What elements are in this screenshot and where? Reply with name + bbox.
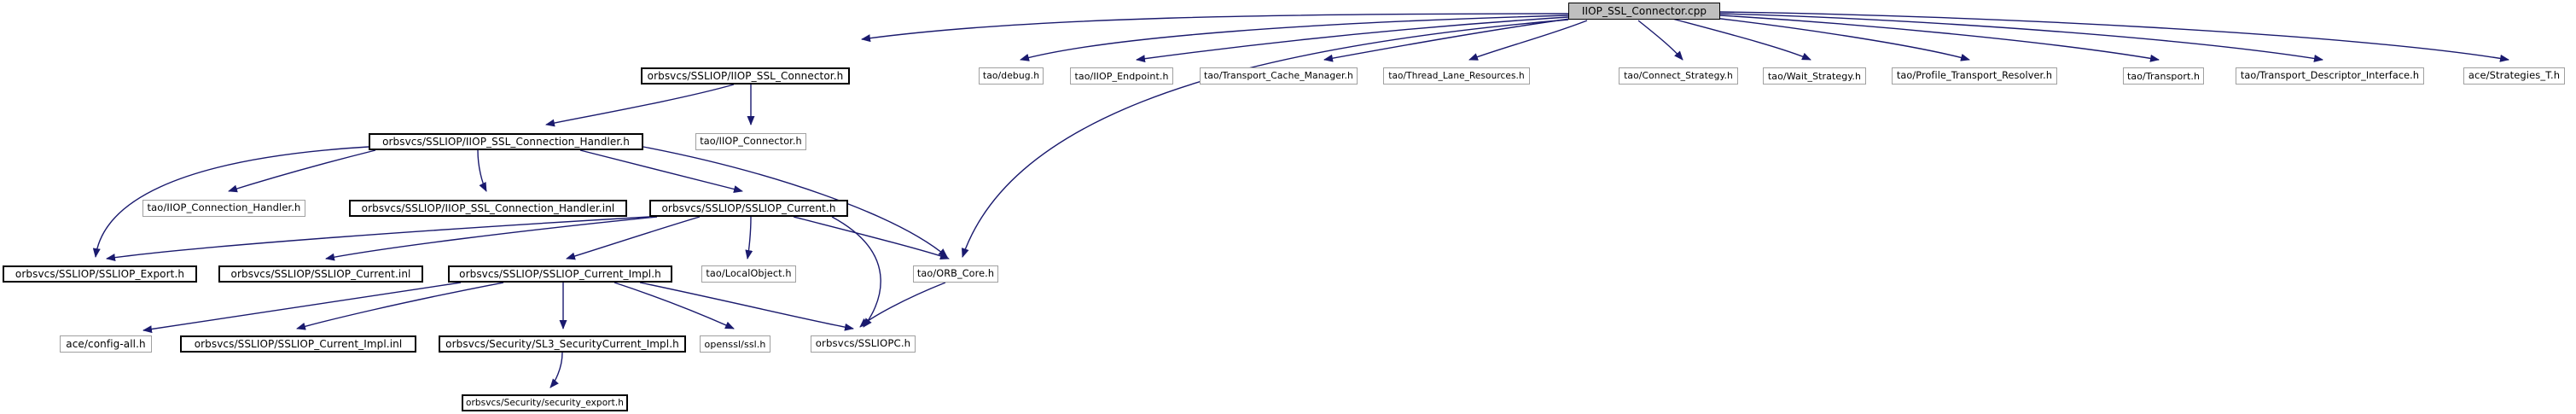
graph-edge <box>1719 13 2323 62</box>
graph-edge <box>861 13 1569 43</box>
graph-edge <box>613 282 735 329</box>
graph-edge <box>1672 18 1811 61</box>
graph-node-label: ace/Strategies_T.h <box>2468 69 2561 82</box>
graph-node-label: tao/IIOP_Endpoint.h <box>1074 70 1169 82</box>
graph-node[interactable]: tao/Profile_Transport_Resolver.h <box>1892 67 2057 85</box>
graph-node-label: openssl/ssl.h <box>704 338 766 350</box>
graph-node[interactable]: orbsvcs/SSLIOP/SSLIOP_Export.h <box>3 265 197 283</box>
graph-node-label: orbsvcs/SSLIOPC.h <box>815 337 911 350</box>
graph-node[interactable]: tao/IIOP_Connection_Handler.h <box>142 200 305 217</box>
graph-node[interactable]: ace/config-all.h <box>60 335 152 353</box>
graph-node[interactable]: tao/IIOP_Endpoint.h <box>1070 67 1173 85</box>
graph-edge <box>296 282 504 330</box>
graph-edge <box>1020 15 1569 61</box>
graph-node-label: tao/Connect_Strategy.h <box>1624 69 1733 81</box>
graph-node[interactable]: orbsvcs/SSLIOP/SSLIOP_Current_Impl.inl <box>180 335 416 353</box>
graph-node-label: orbsvcs/Security/SL3_SecurityCurrent_Imp… <box>445 338 679 350</box>
graph-edge <box>745 216 753 259</box>
graph-node-label: orbsvcs/SSLIOP/IIOP_SSL_Connection_Handl… <box>361 202 615 214</box>
graph-node-label: orbsvcs/SSLIOP/SSLIOP_Export.h <box>15 268 185 280</box>
graph-node[interactable]: orbsvcs/SSLIOP/SSLIOP_Current.h <box>649 200 848 217</box>
graph-node-label: ace/config-all.h <box>66 338 146 350</box>
graph-edge <box>566 216 701 260</box>
graph-node-label: tao/Transport.h <box>2126 70 2201 82</box>
graph-node[interactable]: tao/Transport.h <box>2123 67 2204 85</box>
graph-edge <box>1323 18 1571 62</box>
graph-node[interactable]: orbsvcs/SSLIOP/IIOP_SSL_Connector.h <box>641 67 850 85</box>
graph-edge <box>1719 11 2509 62</box>
graph-node[interactable]: orbsvcs/SSLIOP/IIOP_SSL_Connection_Handl… <box>349 200 627 217</box>
graph-node-label: tao/debug.h <box>982 69 1040 81</box>
graph-node-label: orbsvcs/Security/security_export.h <box>465 397 625 408</box>
graph-edge <box>325 216 658 261</box>
graph-edge <box>1468 20 1588 61</box>
graph-node[interactable]: tao/Wait_Strategy.h <box>1763 67 1866 85</box>
graph-node-label: tao/LocalObject.h <box>706 268 792 280</box>
graph-edge <box>1637 20 1683 61</box>
graph-node[interactable]: orbsvcs/SSLIOP/IIOP_SSL_Connection_Handl… <box>369 133 643 150</box>
graph-edge <box>545 84 735 127</box>
graph-node-label: tao/Transport_Descriptor_Interface.h <box>2240 70 2420 82</box>
graph-node-label: IIOP_SSL_Connector.cpp <box>1581 5 1707 17</box>
graph-edge <box>106 216 650 262</box>
graph-node[interactable]: tao/Transport_Cache_Manager.h <box>1200 67 1358 85</box>
graph-node-label: orbsvcs/SSLIOP/IIOP_SSL_Connector.h <box>647 70 844 82</box>
graph-node[interactable]: orbsvcs/SSLIOP/SSLIOP_Current_Impl.h <box>448 265 672 283</box>
graph-node[interactable]: tao/Thread_Lane_Resources.h <box>1383 67 1530 85</box>
graph-node[interactable]: ace/Strategies_T.h <box>2463 67 2565 85</box>
graph-edge <box>859 282 946 328</box>
graph-node[interactable]: openssl/ssl.h <box>700 335 770 353</box>
graph-node[interactable]: tao/IIOP_Connector.h <box>695 133 806 150</box>
graph-edge <box>477 149 487 192</box>
graph-node-label: orbsvcs/SSLIOP/SSLIOP_Current_Impl.h <box>459 268 661 280</box>
graph-node-label: orbsvcs/SSLIOP/SSLIOP_Current_Impl.inl <box>194 338 403 350</box>
graph-node-label: tao/Wait_Strategy.h <box>1767 70 1862 82</box>
graph-edge <box>579 149 743 193</box>
graph-node[interactable]: orbsvcs/Security/security_export.h <box>462 394 628 411</box>
graph-node[interactable]: orbsvcs/Security/SL3_SecurityCurrent_Imp… <box>439 335 686 353</box>
graph-node-label: tao/IIOP_Connector.h <box>700 136 802 148</box>
graph-edge <box>228 149 376 193</box>
graph-node-label: tao/Transport_Cache_Manager.h <box>1204 69 1353 81</box>
graph-edge <box>1719 15 2160 62</box>
graph-node[interactable]: IIOP_SSL_Connector.cpp <box>1568 3 1720 20</box>
graph-node-label: tao/Profile_Transport_Resolver.h <box>1896 70 2053 82</box>
graph-node[interactable]: orbsvcs/SSLIOPC.h <box>811 335 916 353</box>
graph-node-label: tao/ORB_Core.h <box>916 268 995 280</box>
graph-node-label: tao/Thread_Lane_Resources.h <box>1388 70 1525 81</box>
graph-node-label: orbsvcs/SSLIOP/SSLIOP_Current.inl <box>230 268 411 280</box>
graph-edge <box>1706 16 1970 61</box>
graph-edge <box>1136 16 1569 63</box>
graph-edge <box>142 282 462 334</box>
graph-node[interactable]: tao/LocalObject.h <box>701 265 796 283</box>
graph-node[interactable]: tao/debug.h <box>979 67 1044 85</box>
graph-node-label: orbsvcs/SSLIOP/IIOP_SSL_Connection_Handl… <box>382 136 630 148</box>
graph-node-label: tao/IIOP_Connection_Handler.h <box>147 201 301 214</box>
graph-edge <box>639 282 854 331</box>
graph-node[interactable]: tao/Connect_Strategy.h <box>1619 67 1738 85</box>
graph-edge <box>550 352 563 388</box>
graph-node-label: orbsvcs/SSLIOP/SSLIOP_Current.h <box>661 202 836 214</box>
graph-node[interactable]: tao/ORB_Core.h <box>913 265 998 283</box>
graph-node[interactable]: tao/Transport_Descriptor_Interface.h <box>2236 67 2424 85</box>
graph-node[interactable]: orbsvcs/SSLIOP/SSLIOP_Current.inl <box>218 265 423 283</box>
graph-edge <box>793 216 950 260</box>
graph-edge <box>831 216 881 328</box>
graph-edge <box>962 19 1569 258</box>
